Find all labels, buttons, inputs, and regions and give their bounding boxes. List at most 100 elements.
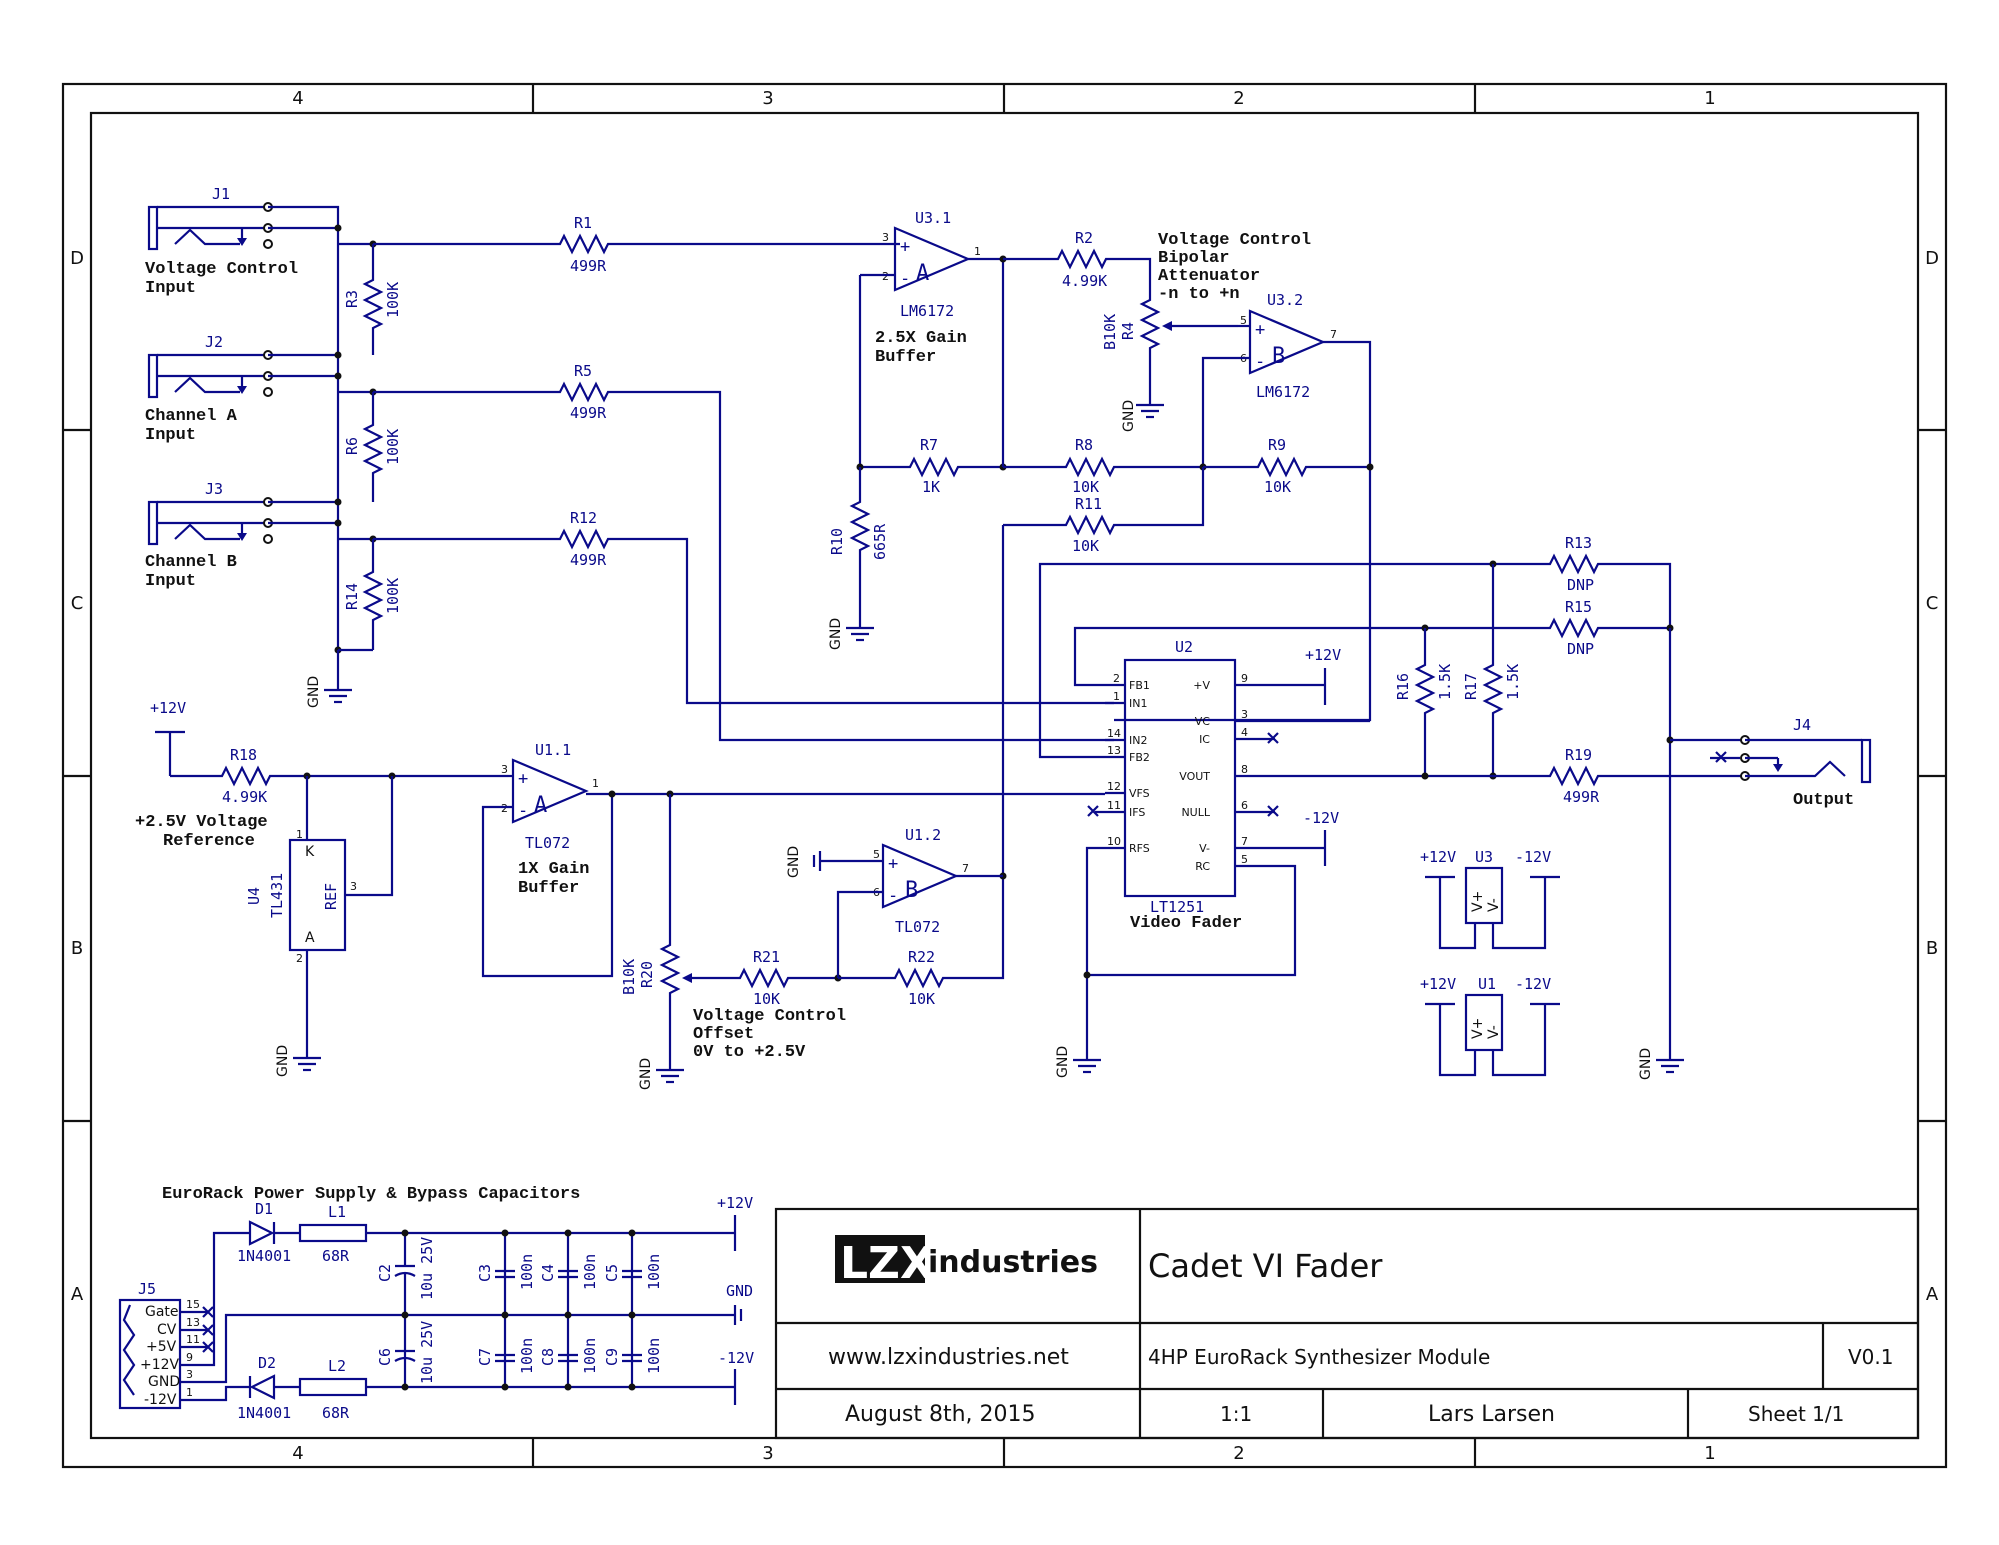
rail-n12-label: -12V xyxy=(718,1349,754,1367)
r9-ref: R9 xyxy=(1268,436,1286,454)
u1-1-minus: - xyxy=(518,801,528,821)
author-text: Lars Larsen xyxy=(1428,1402,1555,1427)
c8-ref: C8 xyxy=(539,1348,557,1366)
rail-p12-label: +12V xyxy=(717,1194,753,1212)
c6-value: 10u 25V xyxy=(418,1321,436,1384)
u1-vm-pin: V- xyxy=(1486,1025,1502,1039)
c6-ref: C6 xyxy=(376,1348,394,1366)
resistor-r22: R22 10K xyxy=(838,872,1007,1008)
u3-vp-pin: V+ xyxy=(1470,891,1486,912)
u2-pin-vout: VOUT xyxy=(1179,770,1210,783)
u3-2-plus: + xyxy=(1255,320,1265,340)
lzx-logo: LZX industries xyxy=(835,1235,1098,1289)
u2-pin-num-13: 13 xyxy=(1107,744,1121,757)
u3-vm-pin: V- xyxy=(1486,898,1502,912)
col-label-2-top: 2 xyxy=(1233,88,1244,109)
vref-label-2: Reference xyxy=(163,832,255,851)
u3-power-block: V+ V- U3 +12V -12V xyxy=(1420,848,1560,950)
r3-ref: R3 xyxy=(343,290,361,308)
r6-value: 100K xyxy=(384,429,402,465)
vc-offset-label-1: Voltage Control xyxy=(693,1007,846,1026)
u4-ref-pin: REF xyxy=(322,883,340,910)
c4-value: 100n xyxy=(581,1254,599,1290)
bipolar-label-1: Voltage Control xyxy=(1158,231,1311,250)
svg-text:1: 1 xyxy=(296,828,303,841)
u1-n12: -12V xyxy=(1515,975,1551,993)
j1-label: J1 xyxy=(212,185,230,203)
j5-label: J5 xyxy=(138,1280,156,1298)
cha-input-label-2: Input xyxy=(145,426,196,445)
svg-text:7: 7 xyxy=(962,862,969,875)
bipolar-label-4: -n to +n xyxy=(1158,285,1240,304)
gnd-label-u4: GND xyxy=(275,1045,291,1077)
chb-input-label-2: Input xyxy=(145,572,196,591)
r14-ref: R14 xyxy=(343,583,361,610)
c9-value: 100n xyxy=(645,1338,663,1374)
u3-1-ref: U3.1 xyxy=(915,209,951,227)
title-text: Cadet VI Fader xyxy=(1148,1247,1383,1285)
resistor-r16: R16 1.5K xyxy=(1394,628,1454,780)
row-label-d-left: D xyxy=(70,248,84,269)
r15-value: DNP xyxy=(1567,640,1594,658)
u2-pin-num-6: 6 xyxy=(1241,799,1248,812)
r7-value: 1K xyxy=(922,478,940,496)
potentiometer-r20: R20 B10K GND xyxy=(620,794,730,1090)
u2-pin-ifs: IFS xyxy=(1129,806,1145,819)
r21-value: 10K xyxy=(753,990,780,1008)
jack-j1: J1 xyxy=(147,185,273,251)
jack-j4-output: GND J4 xyxy=(1638,628,1872,1080)
scale-text: 1:1 xyxy=(1220,1402,1252,1426)
j5-num-1: 1 xyxy=(186,1386,193,1399)
u2-pin-num-12: 12 xyxy=(1107,780,1121,793)
u2-pin-fb1: FB1 xyxy=(1129,679,1150,692)
r21-ref: R21 xyxy=(753,948,780,966)
c7-ref: C7 xyxy=(476,1348,494,1366)
sheet-text: Sheet 1/1 xyxy=(1748,1402,1844,1426)
row-label-b-right: B xyxy=(1926,938,1938,959)
r16-ref: R16 xyxy=(1394,673,1412,700)
chb-input-label-1: Channel B xyxy=(145,553,237,572)
cha-input-label-1: Channel A xyxy=(145,407,238,426)
d1-value: 1N4001 xyxy=(237,1247,291,1265)
resistor-r6: R6 100K xyxy=(338,388,402,502)
resistor-r8: R8 10K xyxy=(1046,436,1207,496)
r10-ref: R10 xyxy=(828,528,846,555)
col-label-3-bottom: 3 xyxy=(762,1443,773,1464)
u2-pin-num-10: 10 xyxy=(1107,835,1121,848)
j5-num-3: 3 xyxy=(186,1368,193,1381)
svg-text:7: 7 xyxy=(1330,328,1337,341)
u2-power-symbols: +12V -12V xyxy=(1303,646,1341,866)
u2-vminus-label: -12V xyxy=(1303,809,1339,827)
description-text: 4HP EuroRack Synthesizer Module xyxy=(1148,1345,1490,1369)
r19-ref: R19 xyxy=(1565,746,1592,764)
gnd-label-jacks: GND xyxy=(306,676,322,708)
r2-value: 4.99K xyxy=(1062,272,1107,290)
jack-j2: J2 xyxy=(147,333,273,399)
version-text: V0.1 xyxy=(1848,1345,1894,1369)
rail-gnd-label: GND xyxy=(726,1282,753,1300)
c2-value: 10u 25V xyxy=(418,1237,436,1300)
ic-u2-lt1251: U2 LT1251 FB1 IN1 IN2 FB2 VFS IFS RFS 2 … xyxy=(1087,638,1430,977)
gnd-label-u1-2: GND xyxy=(786,846,802,878)
u1-power-block: V+ V- U1 +12V -12V xyxy=(1420,975,1560,1077)
c3-value: 100n xyxy=(518,1254,536,1290)
r2-ref: R2 xyxy=(1075,229,1093,247)
r9-value: 10K xyxy=(1264,478,1291,496)
u3-n12: -12V xyxy=(1515,848,1551,866)
j5-pin-n12v: -12V xyxy=(144,1392,177,1408)
u2-value: LT1251 xyxy=(1150,898,1204,916)
opamp-u1-1: + - A U1.1 TL072 3 2 1 xyxy=(481,741,1105,978)
r8-ref: R8 xyxy=(1075,436,1093,454)
gain-buffer-label-1: 2.5X Gain xyxy=(875,329,967,348)
u2-pin-num-2: 2 xyxy=(1113,672,1120,685)
u4-k-pin: K xyxy=(305,844,315,860)
svg-text:5: 5 xyxy=(1240,314,1247,327)
date-text: August 8th, 2015 xyxy=(845,1402,1036,1427)
gnd-label-u2: GND xyxy=(1055,1046,1071,1078)
c4-ref: C4 xyxy=(539,1264,557,1282)
r14-value: 100K xyxy=(384,578,402,614)
col-label-1-top: 1 xyxy=(1704,88,1715,109)
col-label-4-top: 4 xyxy=(292,88,303,109)
title-block: LZX industries Cadet VI Fader www.lzxind… xyxy=(774,1207,1920,1440)
